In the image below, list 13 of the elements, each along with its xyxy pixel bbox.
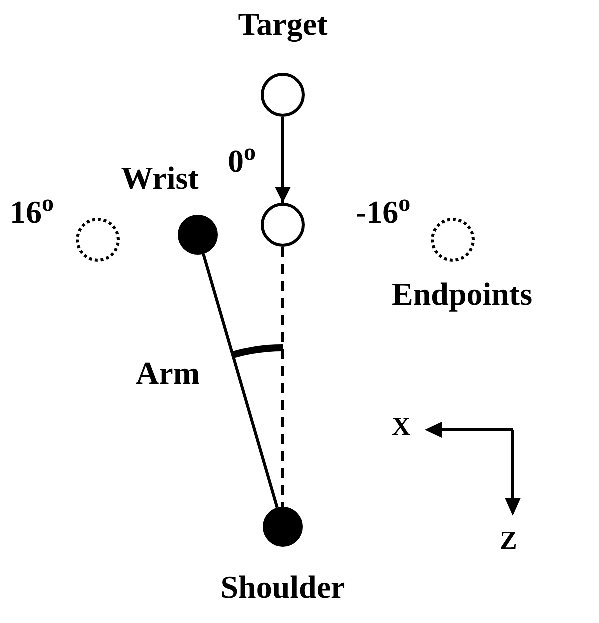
axis-label: X [392, 414, 411, 440]
arrow [275, 117, 291, 203]
node-label: Wrist [120, 162, 200, 194]
angle-label: -16$^{o}$ [356, 196, 411, 228]
node-label: Shoulder [220, 571, 346, 603]
node-label: Target [237, 8, 329, 40]
angle-label: 16$^{o}$ [10, 196, 54, 228]
edge-label: Arm [136, 357, 200, 389]
arm-line [202, 254, 279, 508]
axis-label: Z [500, 528, 518, 554]
group-label: Endpoints [392, 278, 533, 310]
edge-label: 0$^{o}$ [228, 145, 256, 177]
dashed-line [282, 247, 284, 507]
